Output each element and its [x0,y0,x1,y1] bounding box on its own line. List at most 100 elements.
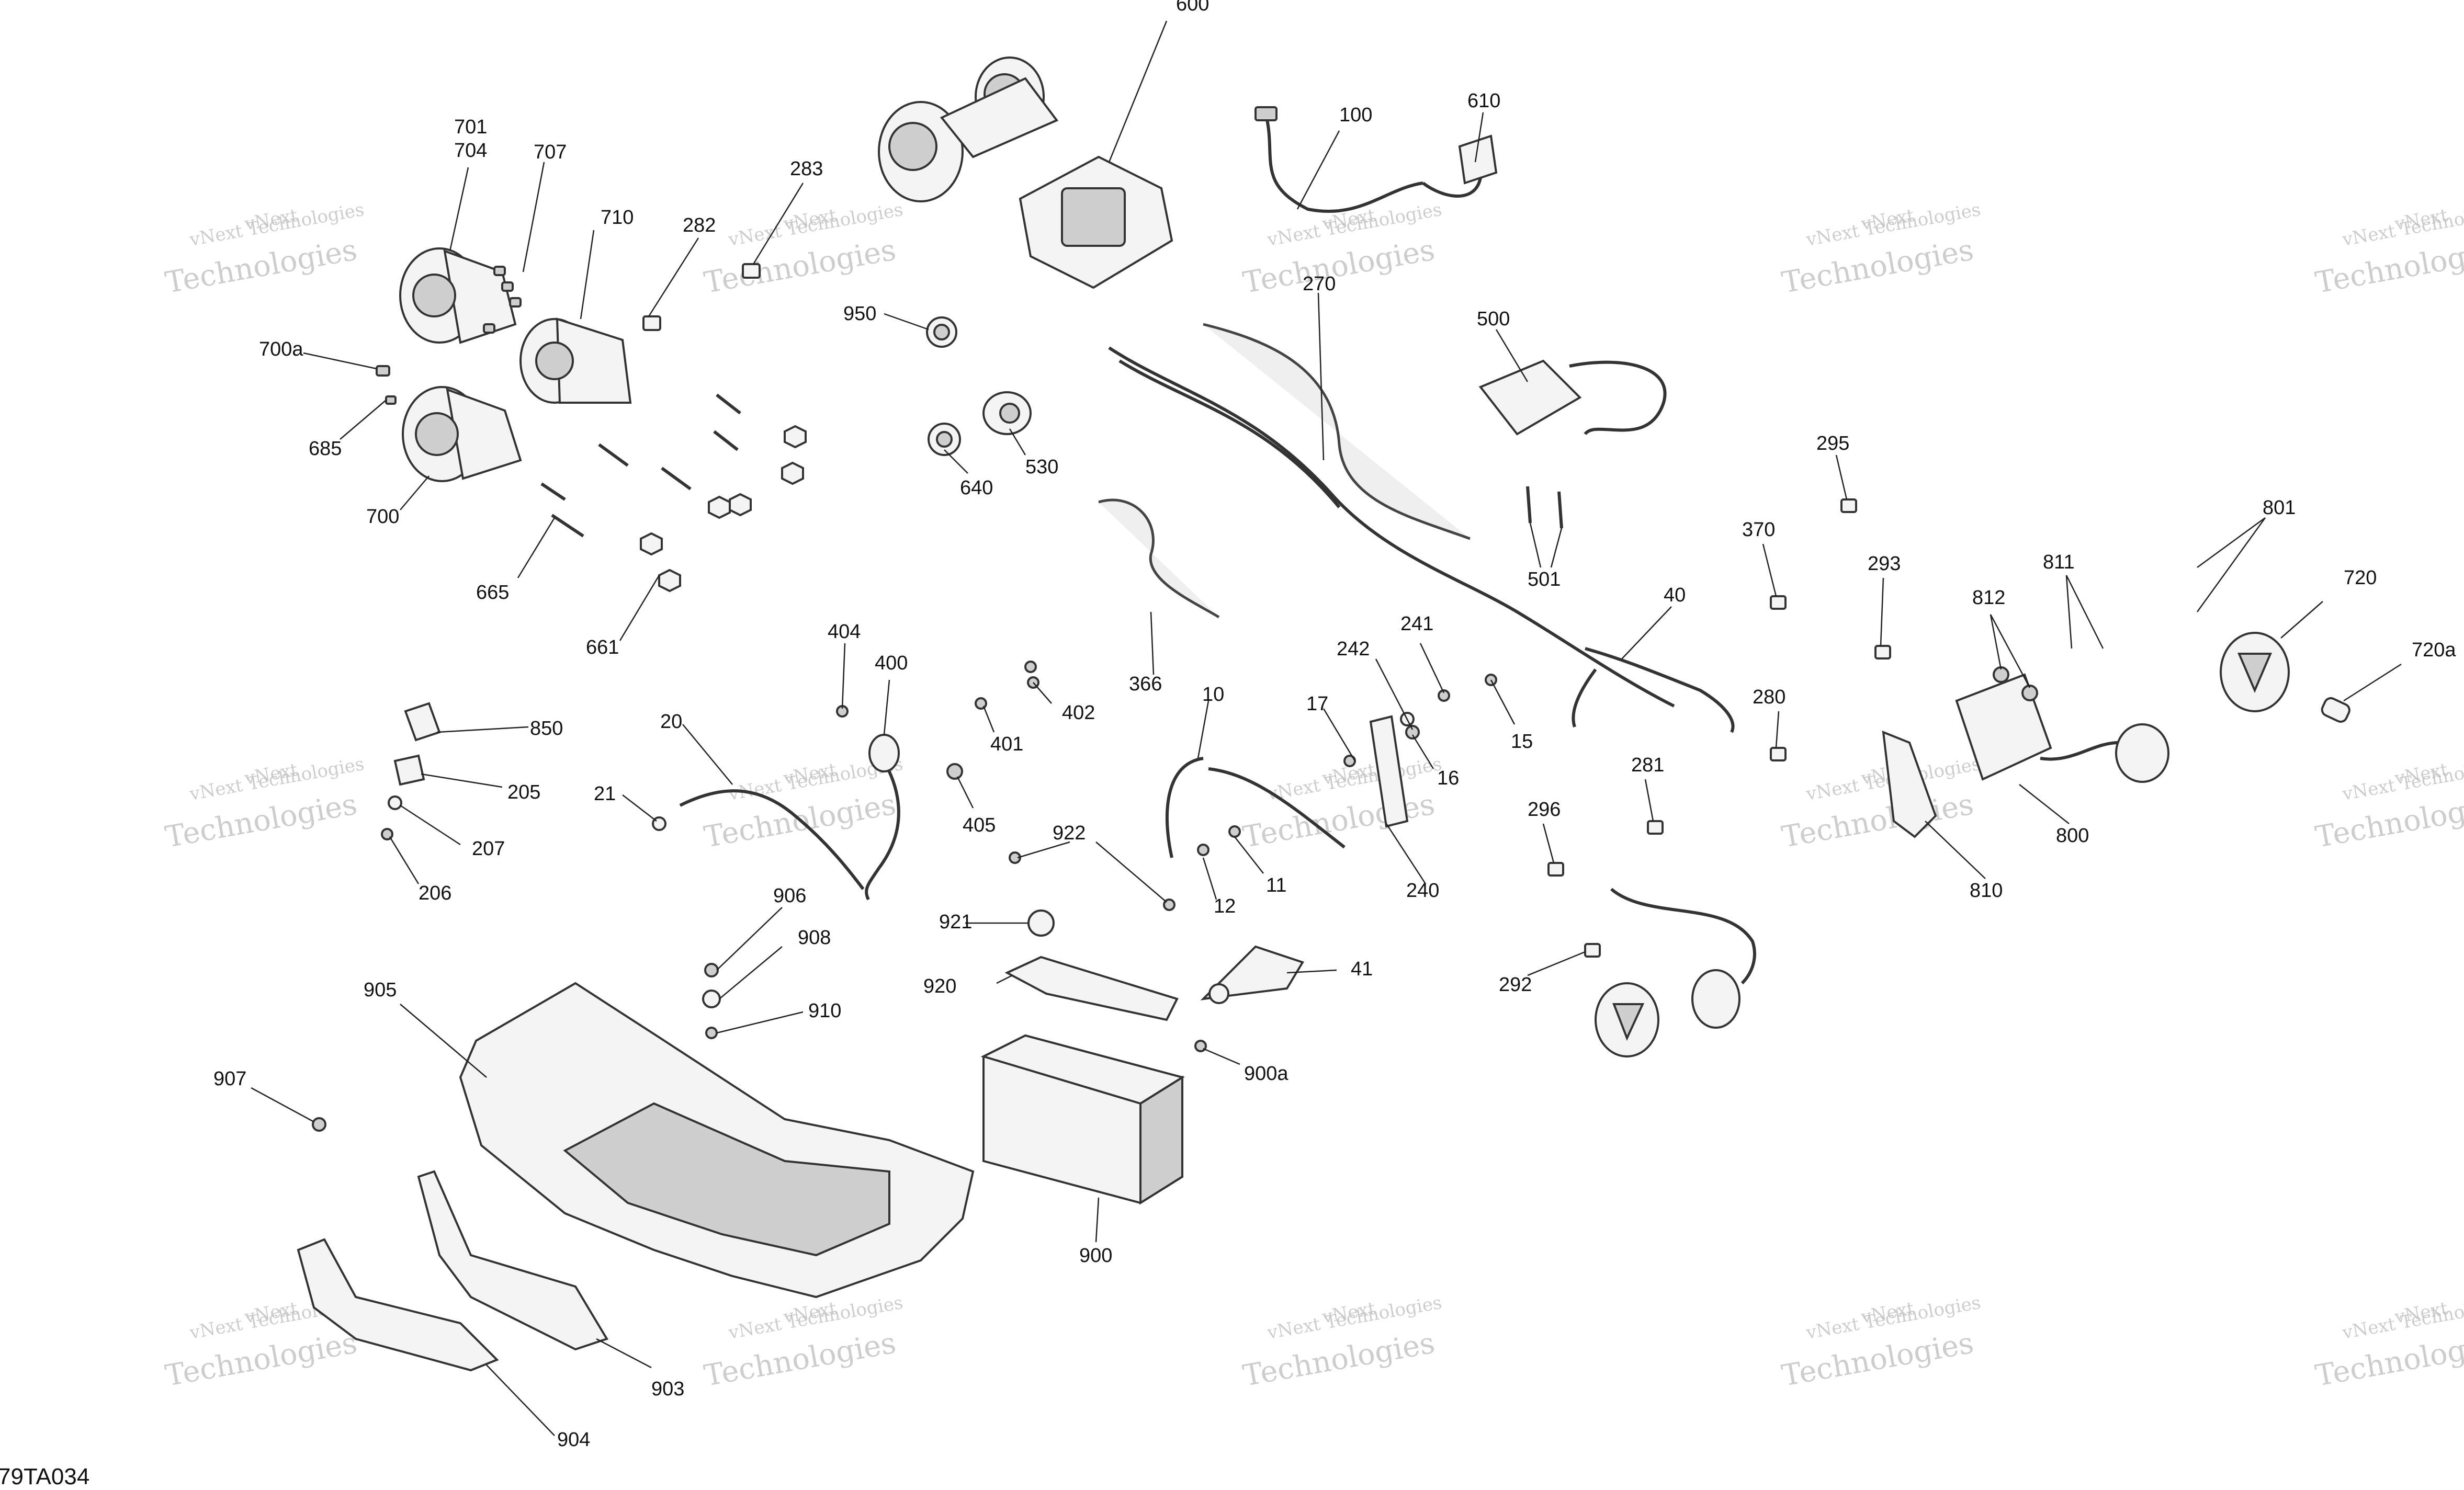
fog-lamp-720 [2220,632,2290,712]
svg-text:Technologies: Technologies [2313,787,2464,854]
callout-811: 811 [2043,551,2075,573]
washer-207 [388,795,402,810]
callout-15: 15 [1511,731,1533,753]
instrument-cluster [1019,155,1173,289]
callout-12: 12 [1214,895,1236,917]
callout-610: 610 [1467,90,1500,112]
callout-908: 908 [798,927,831,949]
clip-283 [742,263,761,279]
callout-906: 906 [773,885,806,907]
callout-405: 405 [963,814,996,836]
watermark: vNext Technologies Technologies vNext [1240,199,1443,300]
cable-400 [865,734,900,901]
motor-500 [1478,359,1667,436]
callout-700a: 700a [259,338,303,360]
callout-501: 501 [1528,568,1561,590]
projector-lamp [519,317,632,404]
callout-500: 500 [1477,308,1510,330]
relay-850 [404,702,441,742]
callout-904: 904 [557,1429,590,1451]
bracket-240 [1369,715,1409,828]
callout-921: 921 [939,911,972,933]
watermark: vNext Technologies Technologies vNext [1779,754,1982,855]
fasteners-707 [483,266,522,334]
cable-20 [679,789,865,890]
callout-801: 801 [2263,497,2296,519]
watermark: vNext Technologies Technologies vNext [1779,199,1982,300]
callout-950: 950 [843,303,876,325]
callout-850: 850 [530,718,563,740]
callout-810: 810 [1970,880,2003,902]
fastener-685 [385,395,397,405]
hose-366 [1098,498,1220,619]
callout-640: 640 [960,477,993,499]
harness-40 [1572,647,1735,733]
heat-shield-903 [417,1170,608,1351]
callout-280: 280 [1753,686,1785,708]
callout-21: 21 [594,783,616,805]
watermark: vNext Technologies Technologies vNext [163,754,366,855]
callout-661: 661 [586,636,619,658]
callout-292: 292 [1499,974,1532,996]
callout-366: 366 [1129,673,1162,695]
socket-950 [926,316,957,348]
callout-20: 20 [660,711,682,733]
callout-704: 704 [454,140,487,162]
callout-295: 295 [1816,433,1849,454]
callout-665: 665 [476,582,509,604]
callout-240: 240 [1406,880,1439,902]
switch-610 [1422,134,1498,198]
callout-17: 17 [1306,693,1328,715]
callout-16: 16 [1437,767,1459,789]
component-640 [928,423,961,456]
callout-720: 720 [2344,567,2377,589]
svg-text:Technologies: Technologies [2313,233,2464,300]
clip-set-right [1547,498,2038,958]
callout-281: 281 [1631,754,1664,776]
callout-400: 400 [875,652,908,674]
callout-903: 903 [651,1378,684,1400]
callout-241: 241 [1400,613,1433,635]
callout-720a: 720a [2412,639,2456,661]
callout-370: 370 [1742,519,1775,541]
callout-labels: 600 100 610 701 704 707 710 282 283 700a… [213,0,2456,1451]
bolt-set [540,393,741,538]
bulb-700a [376,365,390,377]
callout-900: 900 [1079,1245,1112,1267]
watermark: vNext Technologies Technologies vNext [702,1292,905,1393]
nut-set [640,425,807,593]
callout-401: 401 [990,733,1023,755]
callout-700: 700 [366,506,399,528]
harness-100 [1254,106,1423,213]
battery-900 [980,1034,1185,1205]
callout-685: 685 [309,438,342,460]
watermark: vNext Technologies Technologies vNext [2313,754,2464,855]
callout-41: 41 [1351,958,1373,980]
clip-282 [642,315,661,331]
battery-tray-905 [459,982,975,1299]
watermark: vNext Technologies Technologies vNext [163,199,366,300]
callout-701: 701 [454,116,487,138]
watermark: vNext Technologies Technologies vNext [1240,1292,1443,1393]
callout-11: 11 [1266,874,1286,896]
watermark: vNext Technologies Technologies vNext [2313,199,2464,300]
callout-296: 296 [1528,799,1561,821]
cable-10 [1165,757,1346,858]
fastener-stack-906 [702,963,721,1039]
callout-707: 707 [534,141,567,163]
callout-600: 600 [1176,0,1209,15]
callout-282: 282 [683,214,716,236]
callout-800: 800 [2056,825,2089,847]
callout-242: 242 [1337,638,1370,660]
callout-293: 293 [1868,553,1901,575]
hose-upper [1203,323,1471,540]
headlamp-housing-lower [402,386,522,482]
callout-907: 907 [213,1068,246,1090]
watermark: vNext Technologies Technologies vNext [1779,1292,1982,1393]
bulb-720a [2321,697,2350,723]
nut-921 [1027,909,1055,937]
callout-10: 10 [1202,684,1224,706]
nut-907 [312,1117,326,1132]
callout-900a: 900a [1244,1063,1288,1085]
